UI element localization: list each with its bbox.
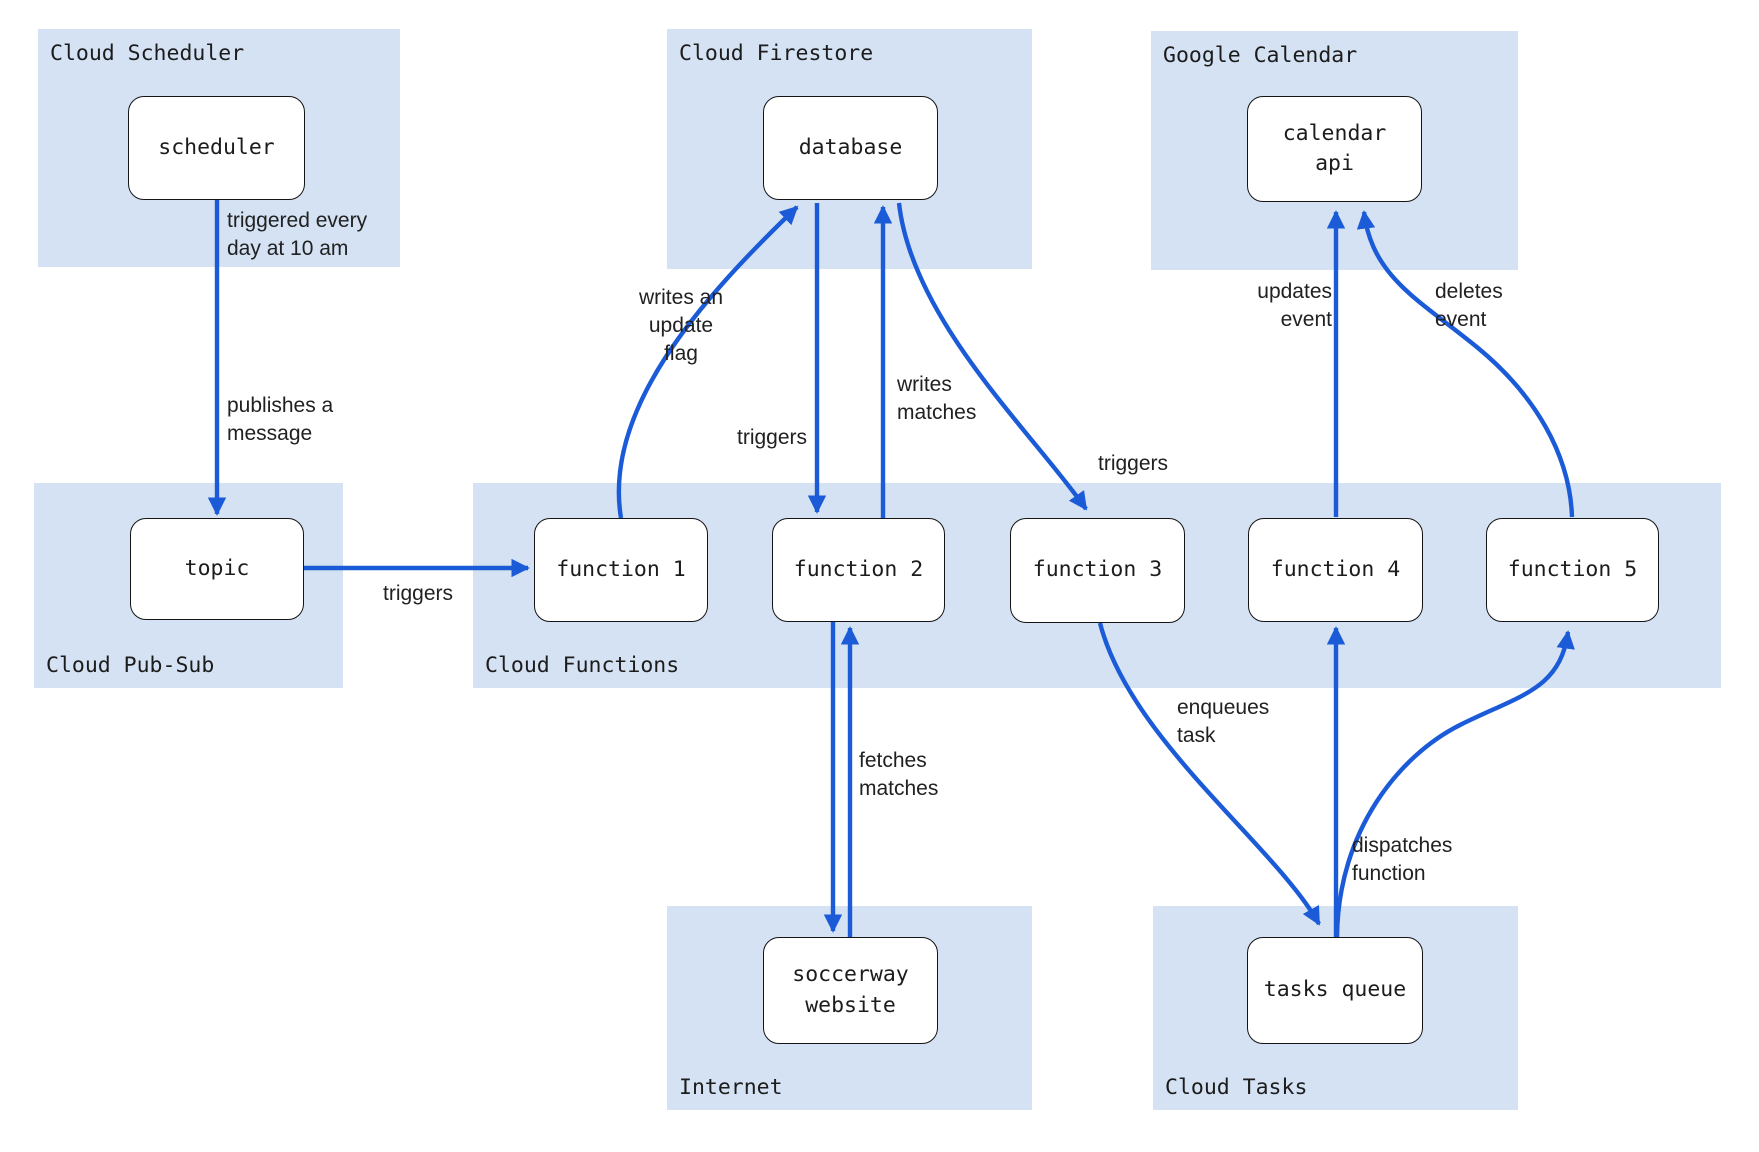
edge-label-triggered-every-day: triggered every day at 10 am [227,209,368,260]
edge-label-enqueues-task: enqueues task [1177,696,1270,747]
edge-label-writes-matches: writes matches [897,373,977,424]
container-cloud-firestore: Cloud Firestore [667,29,1032,269]
edge-database-to-function3 [896,202,1088,511]
edge-label-writes-update-flag: writes an update flag [638,286,724,365]
edge-label-fetches-matches: fetches matches [859,749,939,800]
edge-label-publishes-message: publishes a message [227,394,334,445]
container-label-internet: Internet [679,1075,783,1100]
edge-label-updates-event: updates event [1257,280,1332,331]
container-label-cloud-firestore: Cloud Firestore [679,41,874,66]
container-label-cloud-scheduler: Cloud Scheduler [50,41,245,66]
edge-function5-to-calendarapi [1356,210,1575,518]
node-function-3: function 3 [1010,518,1185,623]
container-label-cloud-tasks: Cloud Tasks [1165,1075,1308,1100]
node-function-1: function 1 [534,518,708,622]
node-soccerway-website: soccerway website [763,937,938,1044]
edge-tasksqueue-to-function5 [1334,630,1575,938]
edge-label-triggers-db-f3: triggers [1098,452,1169,475]
container-label-cloud-pubsub: Cloud Pub-Sub [46,653,215,678]
container-label-cloud-functions: Cloud Functions [485,653,680,678]
node-scheduler: scheduler [128,96,305,200]
edge-function3-to-tasksqueue [1097,622,1321,926]
edge-label-triggers-topic: triggers [383,582,454,605]
edge-label-dispatches-function: dispatches function [1352,834,1453,885]
edge-label-triggers-db-f2: triggers [737,426,808,449]
edge-label-deletes-event: deletes event [1435,280,1503,331]
node-database: database [763,96,938,200]
container-label-google-calendar: Google Calendar [1163,43,1358,68]
node-topic: topic [130,518,304,620]
node-tasks-queue: tasks queue [1247,937,1423,1044]
edge-function1-to-database [616,205,799,519]
node-function-2: function 2 [772,518,945,622]
node-function-4: function 4 [1248,518,1423,622]
node-function-5: function 5 [1486,518,1659,622]
node-calendar-api: calendar api [1247,96,1422,202]
